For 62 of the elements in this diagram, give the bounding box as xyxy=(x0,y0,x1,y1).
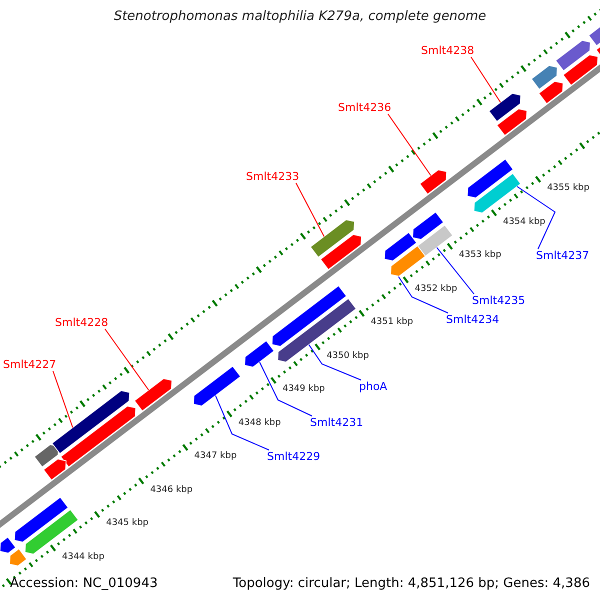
leader-line xyxy=(436,247,474,294)
gene-feature xyxy=(193,366,241,406)
tick-label: 4350 kbp xyxy=(326,350,369,362)
tick-label: 4344 kbp xyxy=(62,552,104,563)
title: Stenotrophomonas maltophilia K279a, complete genome xyxy=(112,9,488,25)
gene-label: Smlt4236 xyxy=(338,101,392,114)
gene-feature xyxy=(488,92,522,122)
gene-feature xyxy=(244,340,274,368)
gene-feature xyxy=(134,378,172,412)
gene-feature xyxy=(412,212,444,240)
gene-label: Smlt4233 xyxy=(246,170,300,184)
tick-label: 4345 kbp xyxy=(106,518,148,530)
gene-label: Smlt4237 xyxy=(536,249,590,262)
gene-feature xyxy=(320,234,362,270)
gene-feature xyxy=(43,458,66,480)
gene-feature xyxy=(531,65,558,90)
gene-feature xyxy=(466,158,514,198)
tick-label: 4353 kbp xyxy=(458,250,502,262)
leader-line xyxy=(470,56,501,103)
gene-feature xyxy=(310,219,355,258)
gene-feature xyxy=(272,285,347,347)
leader-line xyxy=(296,182,325,237)
tick-label: 4347 kbp xyxy=(194,451,237,462)
leader-line xyxy=(104,328,150,390)
tick-label: 4352 kbp xyxy=(414,284,458,295)
gene-feature xyxy=(34,444,59,468)
leader-line xyxy=(259,362,312,416)
tick-label: 4354 kbp xyxy=(502,216,546,228)
gene-feature xyxy=(390,245,426,277)
gene-feature xyxy=(52,390,130,454)
footer-text: Accession: NC_010943 xyxy=(10,576,158,592)
leader-line xyxy=(516,186,556,250)
gene-feature xyxy=(9,548,28,566)
tick-label: 4349 kbp xyxy=(282,384,325,396)
tick-label: 4346 kbp xyxy=(150,484,193,496)
gene-feature xyxy=(538,80,564,104)
gene-label: Smlt4231 xyxy=(310,416,364,430)
leader-line xyxy=(398,276,448,314)
gene-label: phoA xyxy=(359,380,388,394)
gene-label: Smlt4234 xyxy=(446,313,500,326)
gene-feature xyxy=(474,173,521,214)
gene-feature xyxy=(0,536,16,554)
leader-line xyxy=(215,395,270,450)
leader-line xyxy=(388,114,432,176)
gene-feature xyxy=(60,406,136,468)
gene-feature xyxy=(562,54,598,86)
gene-label: Smlt4228 xyxy=(55,316,108,330)
gene-label: Smlt4235 xyxy=(472,294,526,308)
leader-line xyxy=(308,344,362,380)
gene-feature xyxy=(496,108,528,136)
gene-feature xyxy=(419,169,447,195)
tick-label: 4351 kbp xyxy=(370,317,414,328)
tick-label: 4355 kbp xyxy=(547,183,590,194)
gene-feature xyxy=(14,496,69,542)
gene-label: Smlt4227 xyxy=(3,358,56,372)
gene-label: Smlt4229 xyxy=(267,450,320,464)
leader-line xyxy=(52,370,74,428)
tick-label: 4348 kbp xyxy=(238,418,281,429)
footer-text: Topology: circular; Length: 4,851,126 bp; Genes: 4,386 xyxy=(232,576,590,592)
gene-feature xyxy=(384,232,417,262)
gene-feature xyxy=(555,40,591,72)
gene-label: Smlt4238 xyxy=(421,44,474,58)
